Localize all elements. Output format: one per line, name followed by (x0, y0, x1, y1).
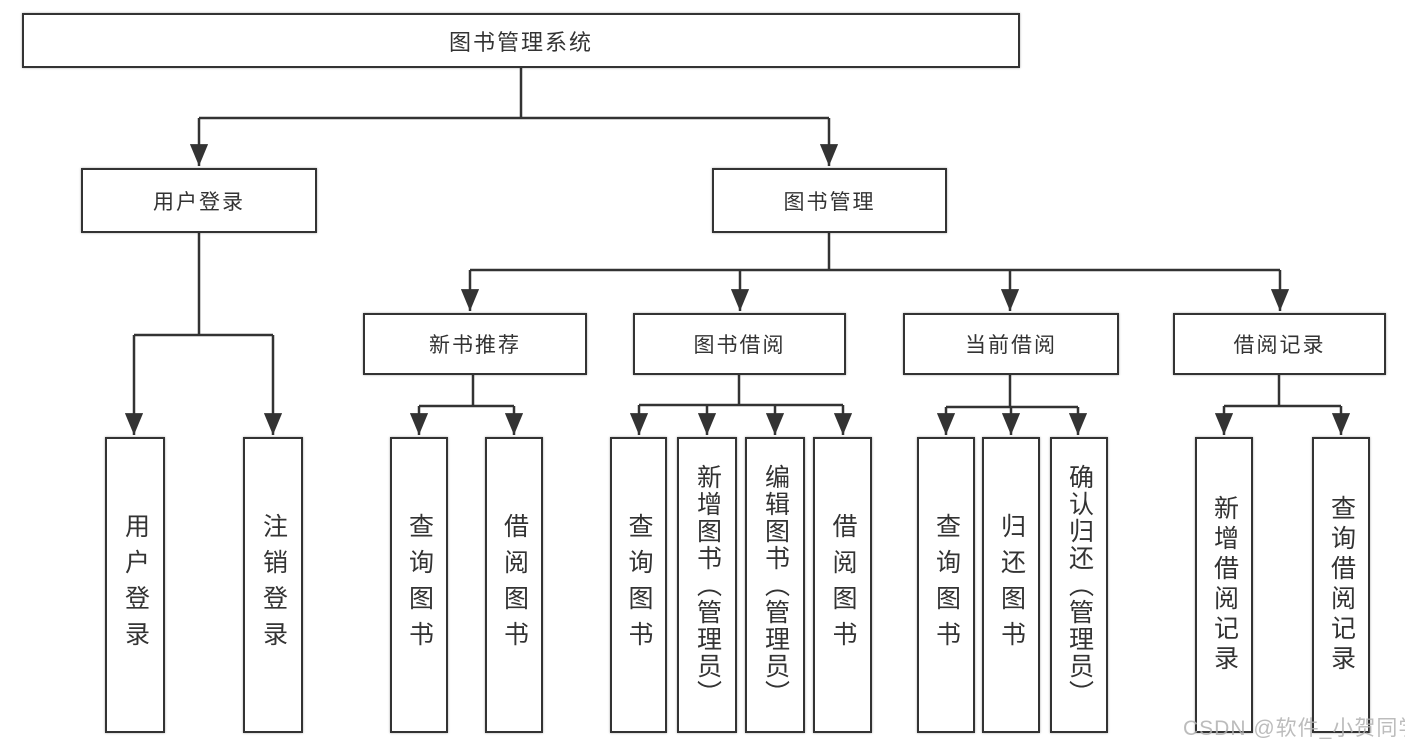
node-label: 归还图书 (997, 513, 1026, 657)
leaf-records-query-record: 查询借阅记录 (1312, 437, 1370, 733)
leaf-current-confirm-return-admin: 确认归还（管理员） (1050, 437, 1108, 733)
leaf-borrowing-borrow-books: 借阅图书 (813, 437, 872, 733)
leaf-current-query-books: 查询图书 (917, 437, 975, 733)
node-borrowing-records: 借阅记录 (1173, 313, 1386, 375)
leaf-current-return-books: 归还图书 (982, 437, 1040, 733)
node-label: 图书管理系统 (448, 29, 593, 55)
node-label: 查询图书 (405, 513, 434, 657)
leaf-borrowing-edit-books-admin: 编辑图书（管理员） (745, 437, 805, 733)
node-label: 查询图书 (625, 513, 653, 657)
leaf-user-login: 用户登录 (105, 437, 165, 733)
node-label: 借阅图书 (829, 513, 857, 657)
node-label: 查询借阅记录 (1327, 495, 1356, 675)
node-label: 用户登录 (121, 513, 150, 657)
node-current-borrowing: 当前借阅 (903, 313, 1119, 375)
node-label: 借阅记录 (1233, 334, 1326, 357)
leaf-borrowing-add-books-admin: 新增图书（管理员） (677, 437, 737, 733)
node-label: 新增借阅记录 (1210, 495, 1239, 675)
leaf-borrowing-query-books: 查询图书 (610, 437, 667, 733)
node-label: 图书借阅 (693, 334, 786, 357)
leaf-logout: 注销登录 (243, 437, 303, 733)
node-label: 图书管理 (783, 190, 876, 214)
node-label: 编辑图书（管理员） (761, 463, 790, 707)
csdn-watermark: CSDN @软件_小贺同学 (1183, 717, 1405, 740)
node-label: 查询图书 (932, 513, 961, 657)
node-book-borrowing: 图书借阅 (633, 313, 846, 375)
leaf-recommend-query-books: 查询图书 (390, 437, 448, 733)
node-user-login: 用户登录 (81, 168, 317, 233)
node-label: 新增图书（管理员） (693, 463, 722, 707)
node-label: 确认归还（管理员） (1065, 463, 1094, 707)
node-label: 注销登录 (259, 513, 288, 657)
node-label: 当前借阅 (965, 334, 1057, 357)
leaf-recommend-borrow-books: 借阅图书 (485, 437, 543, 733)
leaf-records-add-record: 新增借阅记录 (1195, 437, 1253, 733)
node-book-management: 图书管理 (712, 168, 947, 233)
node-new-book-recommend: 新书推荐 (363, 313, 587, 375)
node-label: 用户登录 (153, 190, 245, 214)
node-label: 新书推荐 (429, 334, 521, 357)
node-label: 借阅图书 (500, 513, 529, 657)
node-library-management-system: 图书管理系统 (22, 13, 1020, 68)
